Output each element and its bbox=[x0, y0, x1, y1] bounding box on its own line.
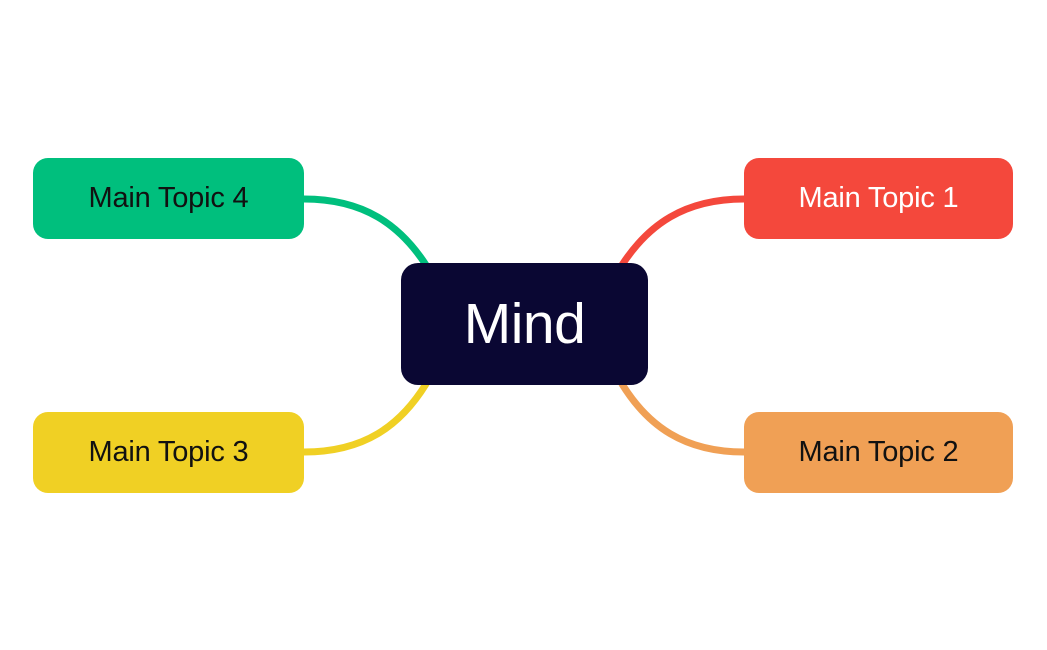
node-main-topic-4[interactable]: Main Topic 4 bbox=[33, 158, 304, 239]
connector-topic-3 bbox=[300, 380, 430, 456]
node-main-topic-3[interactable]: Main Topic 3 bbox=[33, 412, 304, 493]
node-main-topic-1-label: Main Topic 1 bbox=[798, 182, 959, 214]
node-main-topic-4-label: Main Topic 4 bbox=[88, 182, 249, 214]
connector-topic-1 bbox=[618, 195, 748, 269]
node-main-topic-3-label: Main Topic 3 bbox=[88, 436, 249, 468]
node-central-mind-label: Mind bbox=[463, 292, 586, 356]
node-central-mind[interactable]: Mind bbox=[401, 263, 648, 385]
node-main-topic-2[interactable]: Main Topic 2 bbox=[744, 412, 1013, 493]
node-main-topic-1[interactable]: Main Topic 1 bbox=[744, 158, 1013, 239]
node-main-topic-2-label: Main Topic 2 bbox=[798, 436, 959, 468]
connector-topic-4 bbox=[300, 195, 430, 269]
connector-topic-2 bbox=[618, 380, 748, 456]
